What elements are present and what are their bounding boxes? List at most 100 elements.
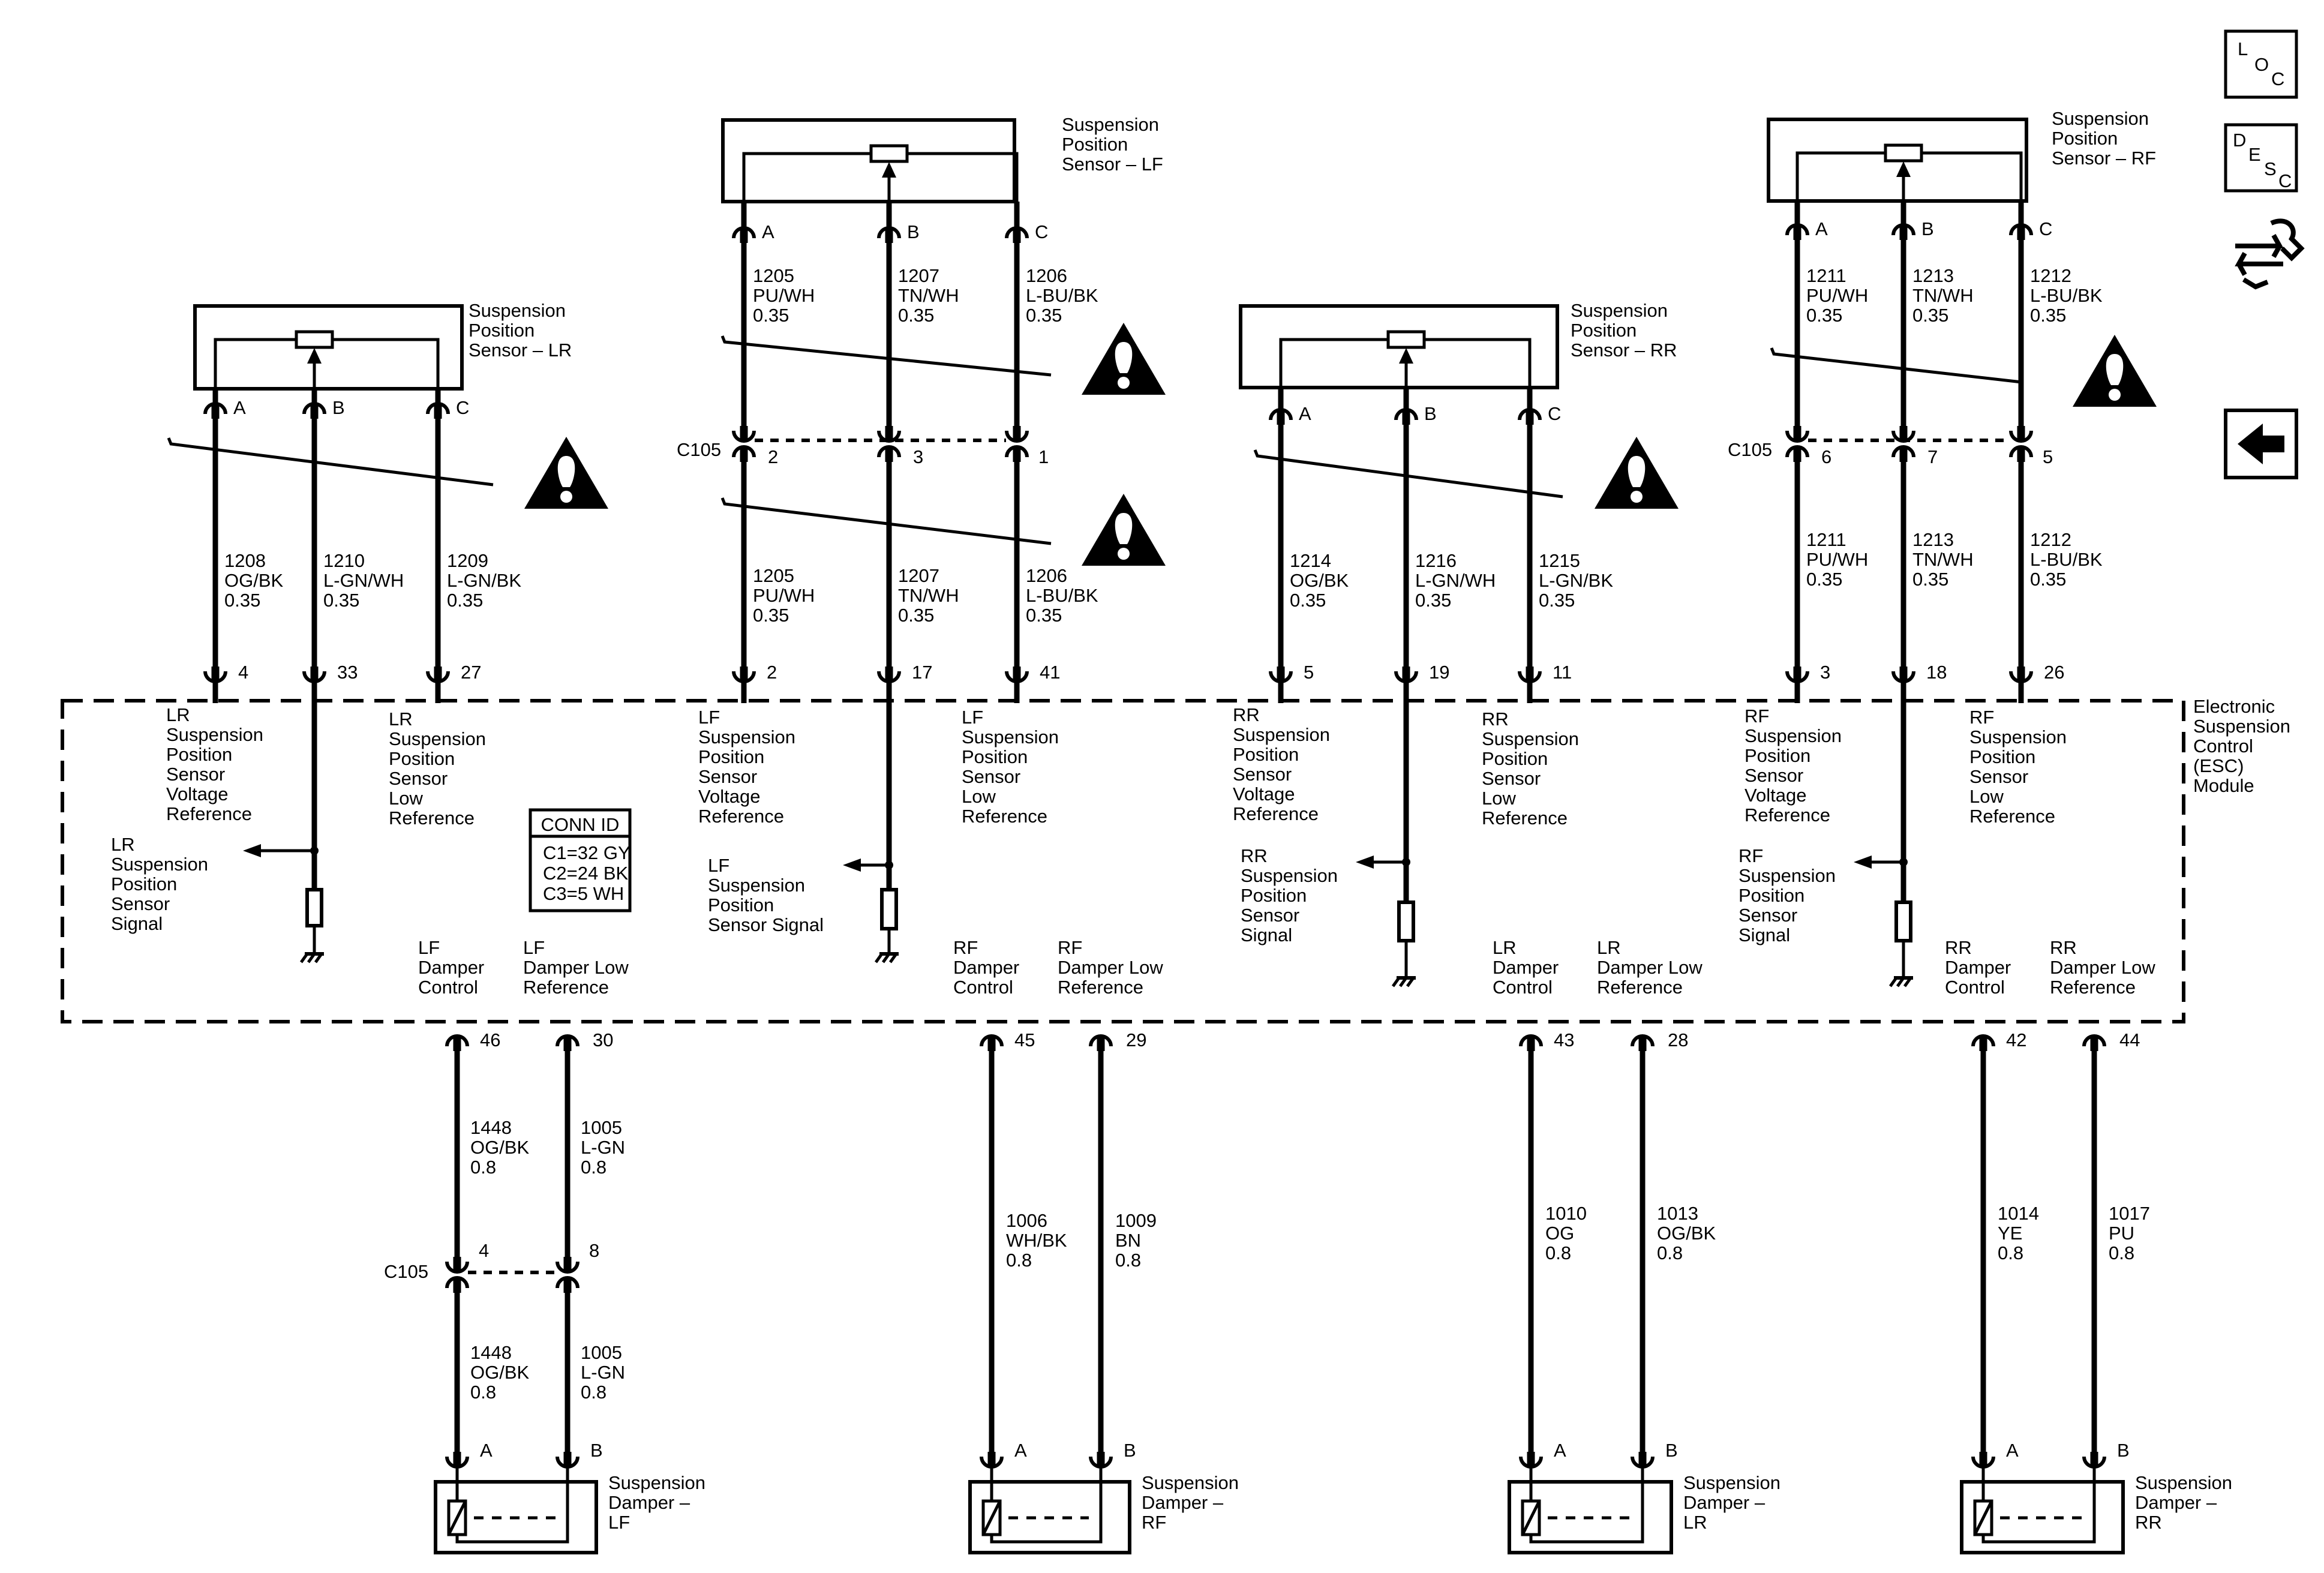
pot-body (1884, 143, 1923, 163)
damper-housing (1960, 1480, 2125, 1554)
sensor-pin-label: C (456, 397, 469, 418)
sensor-pin-label: A (233, 397, 246, 418)
module-pin-label: 29 (1126, 1029, 1146, 1050)
sensor-pin (203, 402, 227, 419)
module-pin (426, 667, 450, 683)
signal-arrow (243, 844, 261, 857)
pot-arrow (882, 162, 896, 178)
conn-id-title: CONN ID (541, 814, 620, 835)
esc-module-boundary (61, 699, 2185, 1023)
damper-pin (980, 1452, 1004, 1469)
sensor-pin (1269, 408, 1293, 425)
loc-icon-letter: C (2271, 68, 2284, 89)
pot-body (295, 330, 334, 349)
c105-pin (1785, 445, 1809, 462)
c105-pin (877, 426, 901, 443)
sensor-pin-label: A (1815, 218, 1828, 239)
damper-pin (2082, 1452, 2106, 1469)
c105-label: C105 (384, 1261, 428, 1282)
c105-pin (556, 1257, 580, 1274)
module-pin (1518, 667, 1542, 683)
sensor-pin (426, 402, 450, 419)
sensor-pin (877, 226, 901, 243)
module-pin-label: 18 (1926, 662, 1947, 683)
desc-icon[interactable] (2224, 123, 2298, 193)
damper-lr (1508, 1465, 1673, 1554)
c105-pin-label: 8 (589, 1240, 599, 1261)
damper-pin (445, 1452, 469, 1469)
connector-view-icon[interactable] (2235, 218, 2305, 290)
sensor-pin-label: B (907, 221, 920, 242)
module-pin (445, 1034, 469, 1051)
pot-body (869, 144, 909, 163)
conn-id-box (529, 808, 632, 912)
loc-icon-letter: O (2254, 54, 2269, 75)
pot-arrow (1399, 348, 1413, 364)
sensor-rf (1767, 118, 2028, 203)
harness-callout (1253, 449, 1563, 499)
desc-icon-letter: D (2233, 130, 2246, 151)
c105-label: C105 (1728, 439, 1772, 460)
pot-body (1386, 330, 1426, 349)
pot-arrow (1896, 161, 1911, 177)
module-pin (732, 667, 756, 683)
damper-housing (968, 1480, 1131, 1554)
damper-rr (1960, 1465, 2125, 1554)
module-pin-label: 45 (1014, 1029, 1035, 1050)
damper-pin-label: B (1665, 1440, 1678, 1461)
sensor-pin (1394, 408, 1418, 425)
harness-callout (720, 335, 1052, 377)
damper-pin (1519, 1452, 1543, 1469)
module-pin-label: 43 (1554, 1029, 1574, 1050)
c105-pin (445, 1276, 469, 1293)
nav-icons[interactable] (2224, 29, 2305, 479)
damper-pin-label: A (1014, 1440, 1027, 1461)
damper-pin (1631, 1452, 1655, 1469)
harness-callout (167, 437, 494, 487)
c105-pin-label: 3 (913, 446, 923, 467)
loc-icon[interactable] (2224, 29, 2298, 99)
module-pin (203, 667, 227, 683)
damper-coil-wire (1529, 1465, 1644, 1544)
damper-pin (1089, 1452, 1113, 1469)
module-pin-label: 28 (1668, 1029, 1688, 1050)
sensor-pin (732, 226, 756, 243)
module-pin (1005, 667, 1029, 683)
signal-arrow (1356, 855, 1374, 869)
module-pin-label: 3 (1820, 662, 1830, 683)
module-pin-label: 4 (238, 662, 248, 683)
sensor-pin (1785, 223, 1809, 240)
module-pin (1519, 1034, 1543, 1051)
module-pin (1631, 1034, 1655, 1051)
back-button[interactable] (2224, 409, 2298, 479)
module-pin (1269, 667, 1293, 683)
module-pin (1785, 667, 1809, 683)
c105-pin-label: 7 (1927, 446, 1938, 467)
caution-icon (1082, 323, 1166, 395)
pulldown-resistor (305, 888, 323, 927)
desc-icon-letter: S (2264, 158, 2277, 179)
ground-icon (1391, 976, 1416, 987)
damper-pin-label: B (590, 1440, 603, 1461)
damper-pin-label: A (1554, 1440, 1566, 1461)
